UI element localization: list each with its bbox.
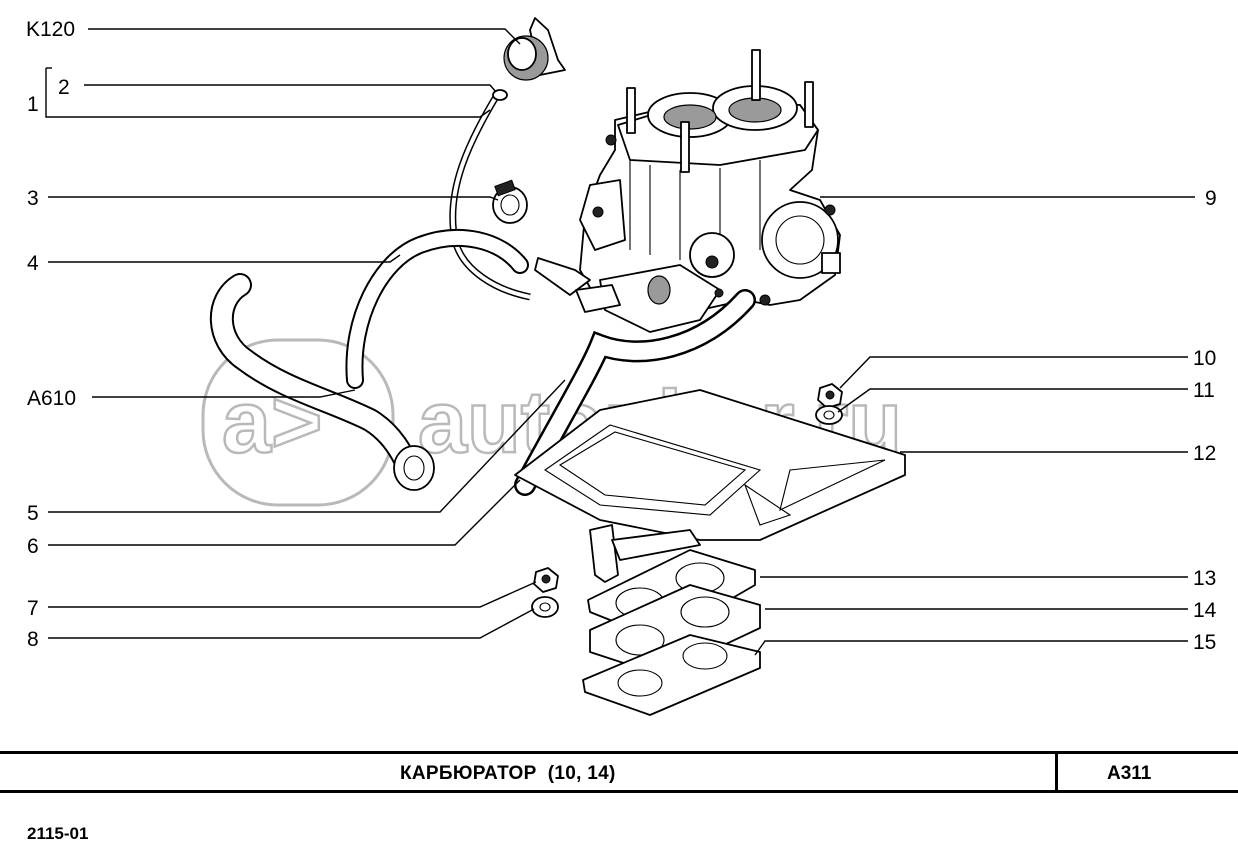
callout-9: 9	[1205, 187, 1217, 210]
callout-1: 1	[27, 93, 39, 116]
part-7-nut	[533, 567, 559, 593]
callout-a610: A610	[27, 387, 76, 410]
callout-5: 5	[27, 502, 39, 525]
callout-12: 12	[1193, 442, 1216, 465]
model-code: 2115-01	[27, 824, 89, 843]
callout-6: 6	[27, 535, 39, 558]
part-k120-valve	[503, 17, 566, 81]
title-divider	[1055, 754, 1058, 790]
callout-10: 10	[1193, 347, 1216, 370]
hose-4	[345, 229, 529, 389]
title-bar: КАРБЮРАТОР (10, 14) A311	[0, 751, 1238, 793]
hoses	[209, 89, 756, 496]
callout-2: 2	[58, 76, 70, 99]
part-15-gasket	[582, 634, 761, 716]
callout-3: 3	[27, 187, 39, 210]
callout-8: 8	[27, 628, 39, 651]
bracket	[589, 524, 701, 583]
callouts-right: 9 10 11 12 13 14 15	[1193, 187, 1217, 654]
part-8-washer	[531, 596, 559, 618]
callout-7: 7	[27, 597, 39, 620]
callout-4: 4	[27, 252, 39, 275]
diagram-code: A311	[1107, 763, 1152, 784]
part-14-spacer	[589, 584, 761, 676]
part-10-nut	[817, 383, 843, 409]
diagram-title: КАРБЮРАТОР (10, 14)	[400, 763, 616, 784]
part-3-clamp	[492, 179, 528, 224]
carburetor-body	[534, 49, 841, 333]
part-12-heat-shield	[514, 389, 906, 541]
callout-15: 15	[1193, 631, 1216, 654]
callout-13: 13	[1193, 567, 1216, 590]
callouts-left: K120 1 2 3 4 A610 5 6 7 8	[26, 18, 76, 651]
watermark-logo-frame	[201, 338, 395, 507]
callout-k120: K120	[26, 18, 75, 41]
leader-lines	[45, 28, 1195, 656]
callout-11: 11	[1193, 379, 1215, 402]
callout-14: 14	[1193, 599, 1217, 622]
part-11-washer	[815, 405, 843, 425]
